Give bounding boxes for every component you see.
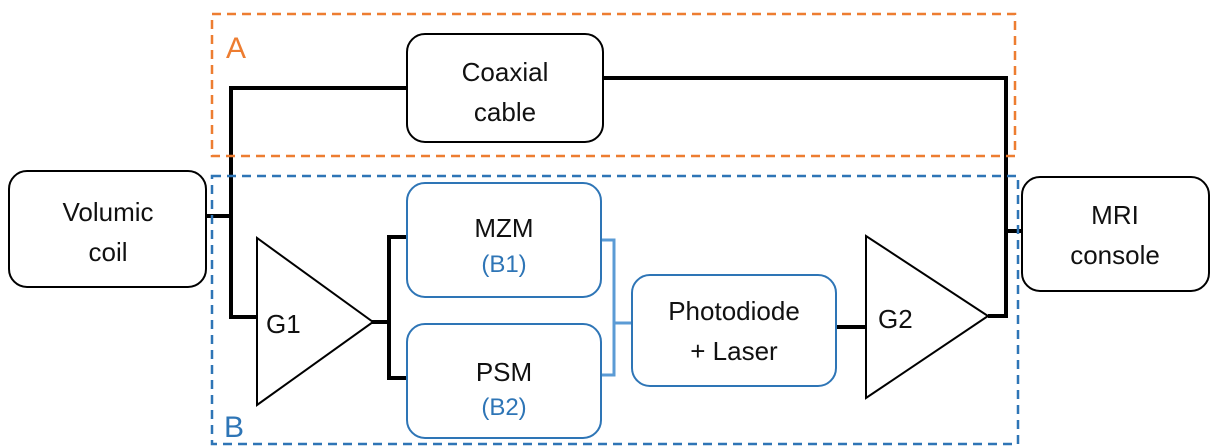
- wire-coil-to-coax: [206, 86, 409, 218]
- wire-mzm-psm-to-photodiode: [601, 238, 632, 377]
- mri-console-box: [1021, 176, 1210, 292]
- wire-coil-to-g1: [229, 216, 260, 319]
- region-a-box: [210, 12, 1017, 158]
- coaxial-cable-box: [406, 33, 604, 143]
- amplifier-g2-label: G2: [878, 304, 913, 334]
- mzm-sublabel: (B1): [481, 251, 526, 278]
- coaxial-cable-label-line1: Coaxial: [462, 57, 549, 87]
- volumic-coil-box: [8, 170, 207, 288]
- psm-box: [406, 323, 602, 439]
- volumic-coil-label-line1: Volumic: [62, 197, 153, 227]
- amplifier-g1-label: G1: [266, 309, 301, 339]
- mzm-label: MZM: [474, 213, 533, 243]
- wire-g1-split: [372, 235, 407, 380]
- optical-wires: [601, 238, 632, 377]
- psm-label: PSM: [476, 357, 532, 387]
- psm-sublabel: (B2): [481, 394, 526, 421]
- coaxial-cable-label-line2: cable: [474, 97, 536, 127]
- volumic-coil-label-line2: coil: [88, 237, 127, 267]
- amplifier-g1-triangle: [256, 236, 375, 407]
- mri-console-label-line1: MRI: [1091, 200, 1139, 230]
- photodiode-laser-box: [631, 274, 837, 387]
- photodiode-label-line2: + Laser: [690, 336, 778, 366]
- region-b-box: [210, 174, 1020, 446]
- photodiode-label-line1: Photodiode: [668, 296, 800, 326]
- region-a-label: A: [226, 32, 246, 65]
- electrical-wires: [206, 76, 1022, 380]
- mzm-box: [406, 182, 602, 298]
- amplifier-g2-triangle: [865, 234, 990, 400]
- mri-console-label-line2: console: [1070, 240, 1160, 270]
- wire-coax-to-mri: [603, 76, 1008, 318]
- region-b-label: B: [224, 411, 244, 444]
